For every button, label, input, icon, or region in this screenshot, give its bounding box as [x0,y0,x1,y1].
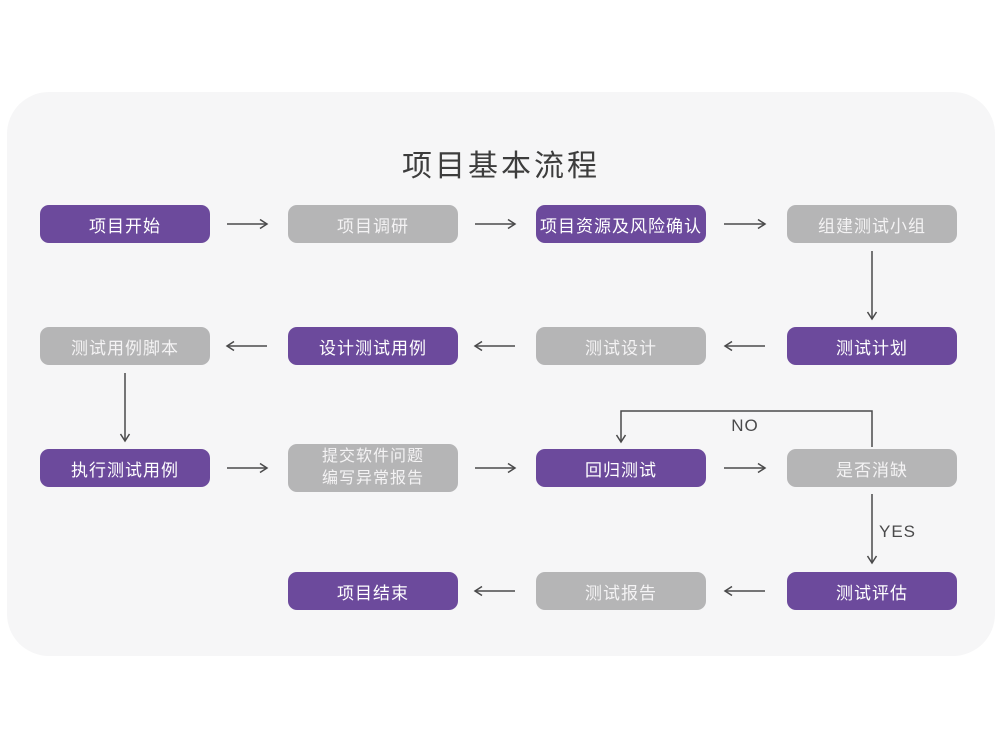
node-label: 项目调研 [337,216,409,236]
node-label: 测试设计 [585,338,657,358]
node-label: 测试用例脚本 [71,338,179,358]
page-title: 项目基本流程 [402,150,600,183]
node-design-test-cases: 设计测试用例 [288,327,458,365]
node-label: 是否消缺 [836,460,908,480]
node-label: 测试报告 [585,583,657,603]
node-defect-cleared: 是否消缺 [787,449,957,487]
node-project-start: 项目开始 [40,205,210,243]
edge-label-yes: YES [879,522,917,541]
node-label-line2: 编写异常报告 [321,470,424,487]
node-resource-risk: 项目资源及风险确认 [536,205,706,243]
node-test-case-script: 测试用例脚本 [40,327,210,365]
node-label: 测试评估 [836,583,908,603]
node-test-evaluation: 测试评估 [787,572,957,610]
node-label: 项目结束 [337,583,409,603]
node-label: 测试计划 [836,338,908,358]
node-project-end: 项目结束 [288,572,458,610]
node-label: 项目资源及风险确认 [540,216,702,236]
node-label: 执行测试用例 [71,460,179,480]
node-execute-test-cases: 执行测试用例 [40,449,210,487]
node-test-plan: 测试计划 [787,327,957,365]
node-submit-issue-report: 提交软件问题 编写异常报告 [288,444,458,492]
node-project-research: 项目调研 [288,205,458,243]
node-regression-test: 回归测试 [536,449,706,487]
flowchart-card [7,92,995,656]
node-label: 项目开始 [89,216,161,236]
node-label: 设计测试用例 [319,338,427,358]
node-label-line1: 提交软件问题 [321,447,424,465]
edge-label-no: NO [731,416,759,435]
node-test-design: 测试设计 [536,327,706,365]
node-label: 组建测试小组 [818,216,926,236]
node-test-report: 测试报告 [536,572,706,610]
node-label: 回归测试 [585,460,657,480]
node-build-test-team: 组建测试小组 [787,205,957,243]
